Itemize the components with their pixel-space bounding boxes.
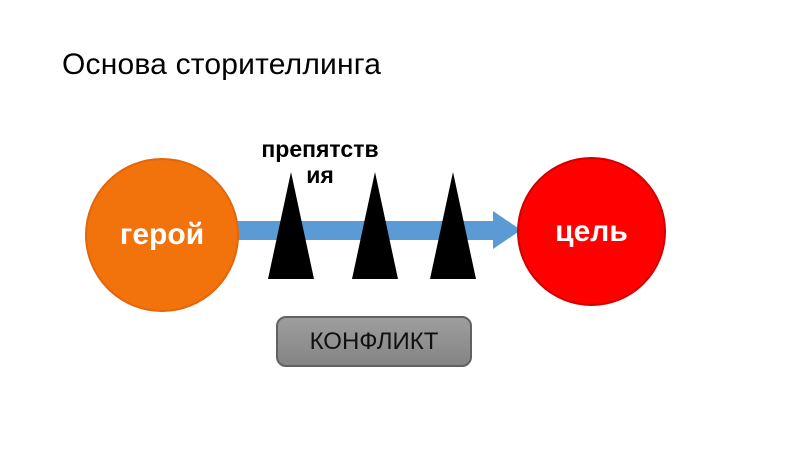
conflict-box: КОНФЛИКТ bbox=[276, 316, 472, 367]
goal-label: цель bbox=[555, 214, 628, 248]
conflict-label: КОНФЛИКТ bbox=[309, 327, 439, 355]
hero-label: герой bbox=[119, 218, 205, 251]
right-arrow-icon bbox=[493, 211, 521, 249]
slide-title: Основа сторителлинга bbox=[62, 48, 382, 81]
obstacle-spike-icon bbox=[268, 172, 314, 279]
obstacle-spike-icon bbox=[430, 172, 476, 279]
hero-circle: герой bbox=[85, 158, 239, 312]
obstacle-spike-icon bbox=[352, 172, 398, 279]
goal-circle: цель bbox=[517, 157, 666, 306]
obstacles-label: препятствия bbox=[261, 136, 379, 189]
